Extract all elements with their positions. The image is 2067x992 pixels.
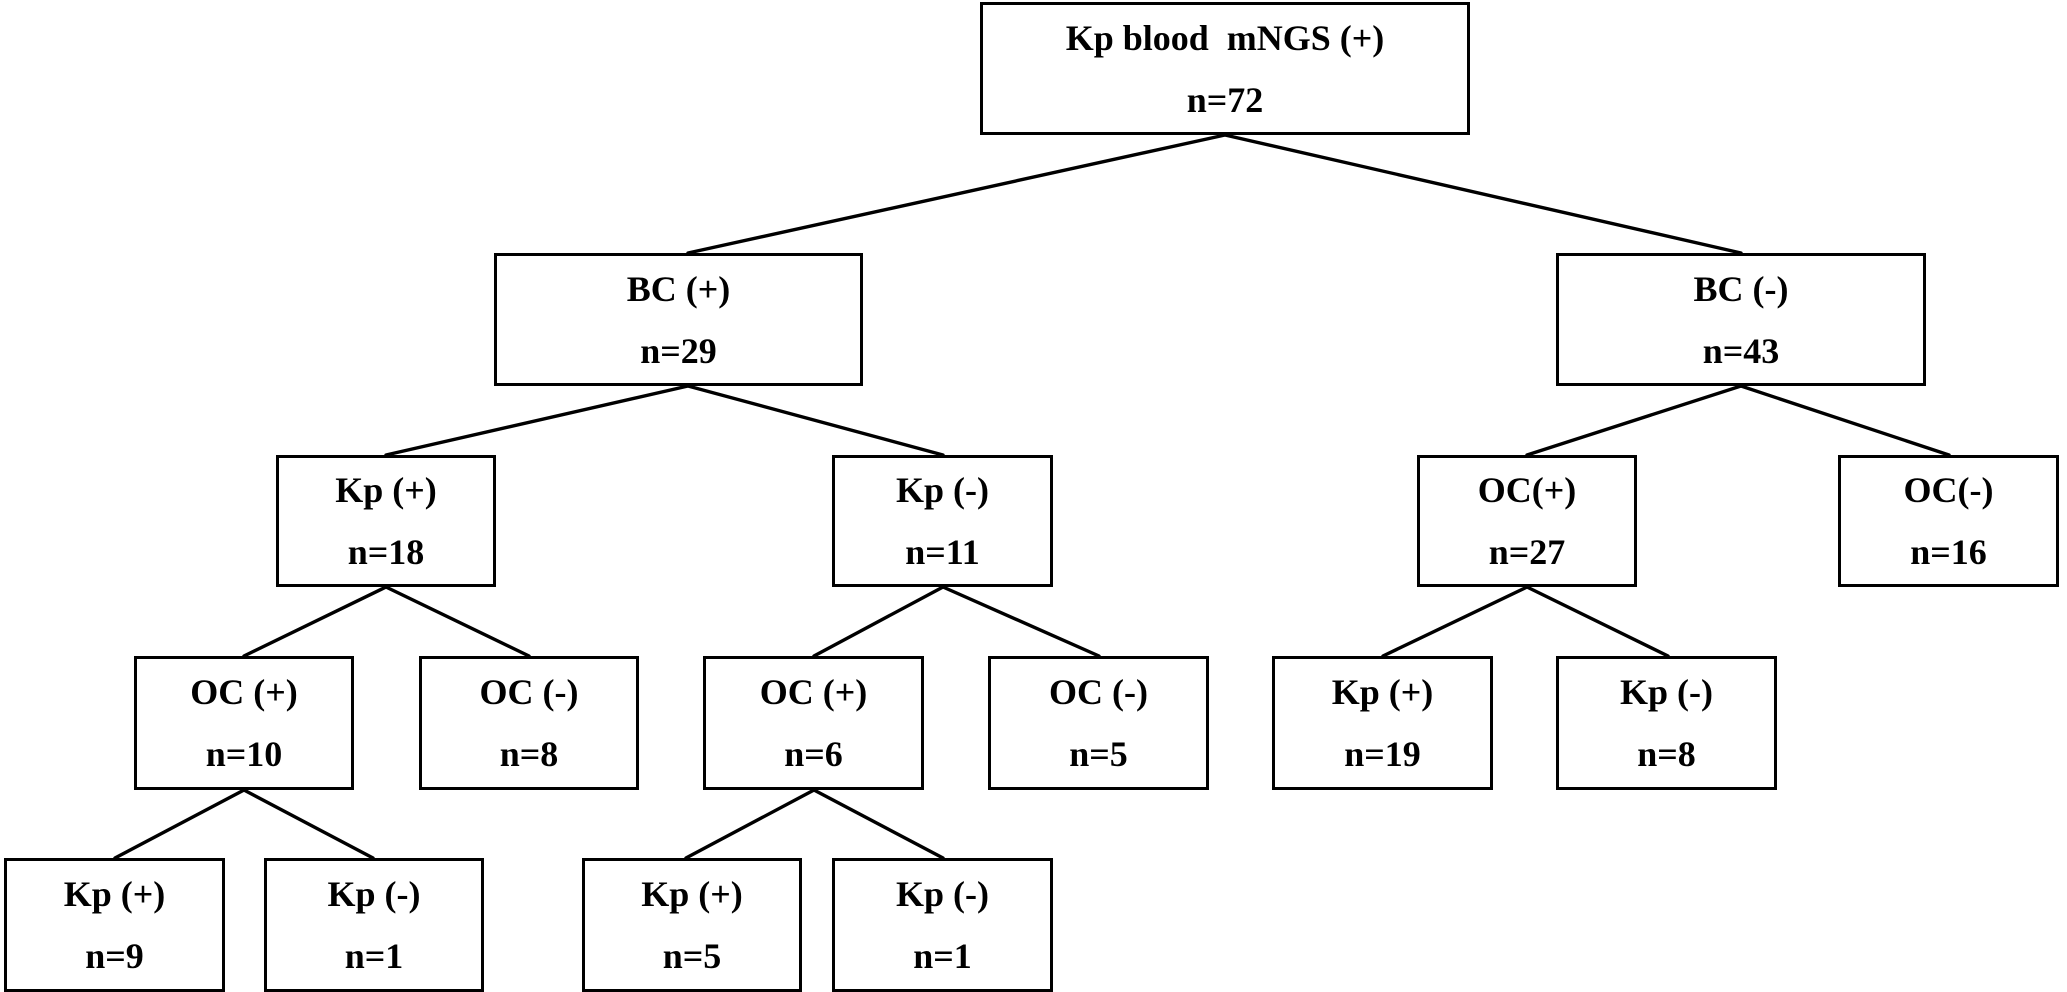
node-bc-pos: BC (+) n=29: [494, 253, 863, 386]
edge-kp11-oc-neg: [941, 585, 1101, 658]
edge-bc-neg-oc-pos: [1525, 384, 1743, 457]
node-label: Kp blood mNGS (+): [1065, 17, 1385, 58]
node-count: n=8: [1637, 734, 1696, 774]
edge-root-bc-pos: [686, 133, 1227, 255]
node-label: Kp (-): [896, 874, 989, 914]
node-label: BC (-): [1693, 268, 1789, 309]
node-label: Kp (-): [327, 874, 421, 914]
node-label: OC (-): [479, 672, 579, 712]
edge-bc-pos-kp-pos: [384, 384, 690, 457]
edge-root-bc-neg: [1223, 133, 1743, 255]
node-label: Kp (+): [335, 470, 437, 510]
node-count: n=8: [499, 734, 559, 774]
node-kp11-oc-neg: OC (-) n=5: [988, 656, 1209, 790]
node-count: n=6: [784, 734, 843, 774]
edge-oc27-kp-neg: [1525, 585, 1670, 658]
node-label: Kp (+): [1331, 672, 1434, 712]
edge-kp11-oc-pos: [812, 585, 945, 658]
edge-oc6-kp-pos: [684, 788, 816, 860]
node-label: BC (+): [626, 268, 731, 309]
node-label: OC (-): [1049, 672, 1148, 712]
node-oc6-kp-neg: Kp (-) n=1: [832, 858, 1053, 992]
node-count: n=27: [1488, 532, 1566, 572]
node-count: n=1: [344, 936, 404, 976]
node-kp18-oc-neg: OC (-) n=8: [419, 656, 639, 790]
edge-bc-neg-oc-neg: [1739, 384, 1951, 457]
node-count: n=29: [640, 330, 717, 371]
node-count: n=10: [205, 734, 283, 774]
node-bc-neg: BC (-) n=43: [1556, 253, 1926, 386]
node-kp18-oc-pos: OC (+) n=10: [134, 656, 354, 790]
edge-oc6-kp-neg: [812, 788, 945, 860]
node-count: n=72: [1186, 79, 1264, 120]
node-label: Kp (-): [1620, 672, 1713, 712]
edge-oc27-kp-pos: [1381, 585, 1529, 658]
node-label: OC(-): [1903, 470, 1994, 510]
node-kp11-oc-pos: OC (+) n=6: [703, 656, 924, 790]
node-label: OC (+): [190, 672, 298, 712]
node-root: Kp blood mNGS (+) n=72: [980, 2, 1470, 135]
node-count: n=5: [1069, 734, 1128, 774]
edge-kp18-oc-pos: [242, 585, 388, 658]
edge-kp18-oc-neg: [384, 585, 531, 658]
node-count: n=1: [913, 936, 972, 976]
node-label: Kp (+): [63, 874, 166, 914]
node-oc10-kp-neg: Kp (-) n=1: [264, 858, 484, 992]
node-label: Kp (+): [641, 874, 743, 914]
node-count: n=43: [1702, 330, 1780, 371]
node-count: n=5: [662, 936, 722, 976]
node-bc-pos-kp-pos: Kp (+) n=18: [276, 455, 496, 587]
node-label: Kp (-): [896, 470, 989, 510]
node-count: n=18: [347, 532, 425, 572]
node-oc27-kp-neg: Kp (-) n=8: [1556, 656, 1777, 790]
edge-oc10-kp-pos: [113, 788, 246, 860]
node-label: OC (+): [759, 672, 868, 712]
node-count: n=9: [85, 936, 144, 976]
node-oc6-kp-pos: Kp (+) n=5: [582, 858, 802, 992]
node-count: n=19: [1344, 734, 1421, 774]
node-oc27-kp-pos: Kp (+) n=19: [1272, 656, 1493, 790]
node-bc-pos-kp-neg: Kp (-) n=11: [832, 455, 1053, 587]
edge-oc10-kp-neg: [242, 788, 375, 860]
node-count: n=16: [1910, 532, 1987, 572]
node-count: n=11: [905, 532, 980, 572]
edge-bc-pos-kp-neg: [686, 384, 945, 457]
node-bc-neg-oc-pos: OC(+) n=27: [1417, 455, 1637, 587]
node-bc-neg-oc-neg: OC(-) n=16: [1838, 455, 2059, 587]
node-label: OC(+): [1477, 470, 1577, 510]
node-oc10-kp-pos: Kp (+) n=9: [4, 858, 225, 992]
